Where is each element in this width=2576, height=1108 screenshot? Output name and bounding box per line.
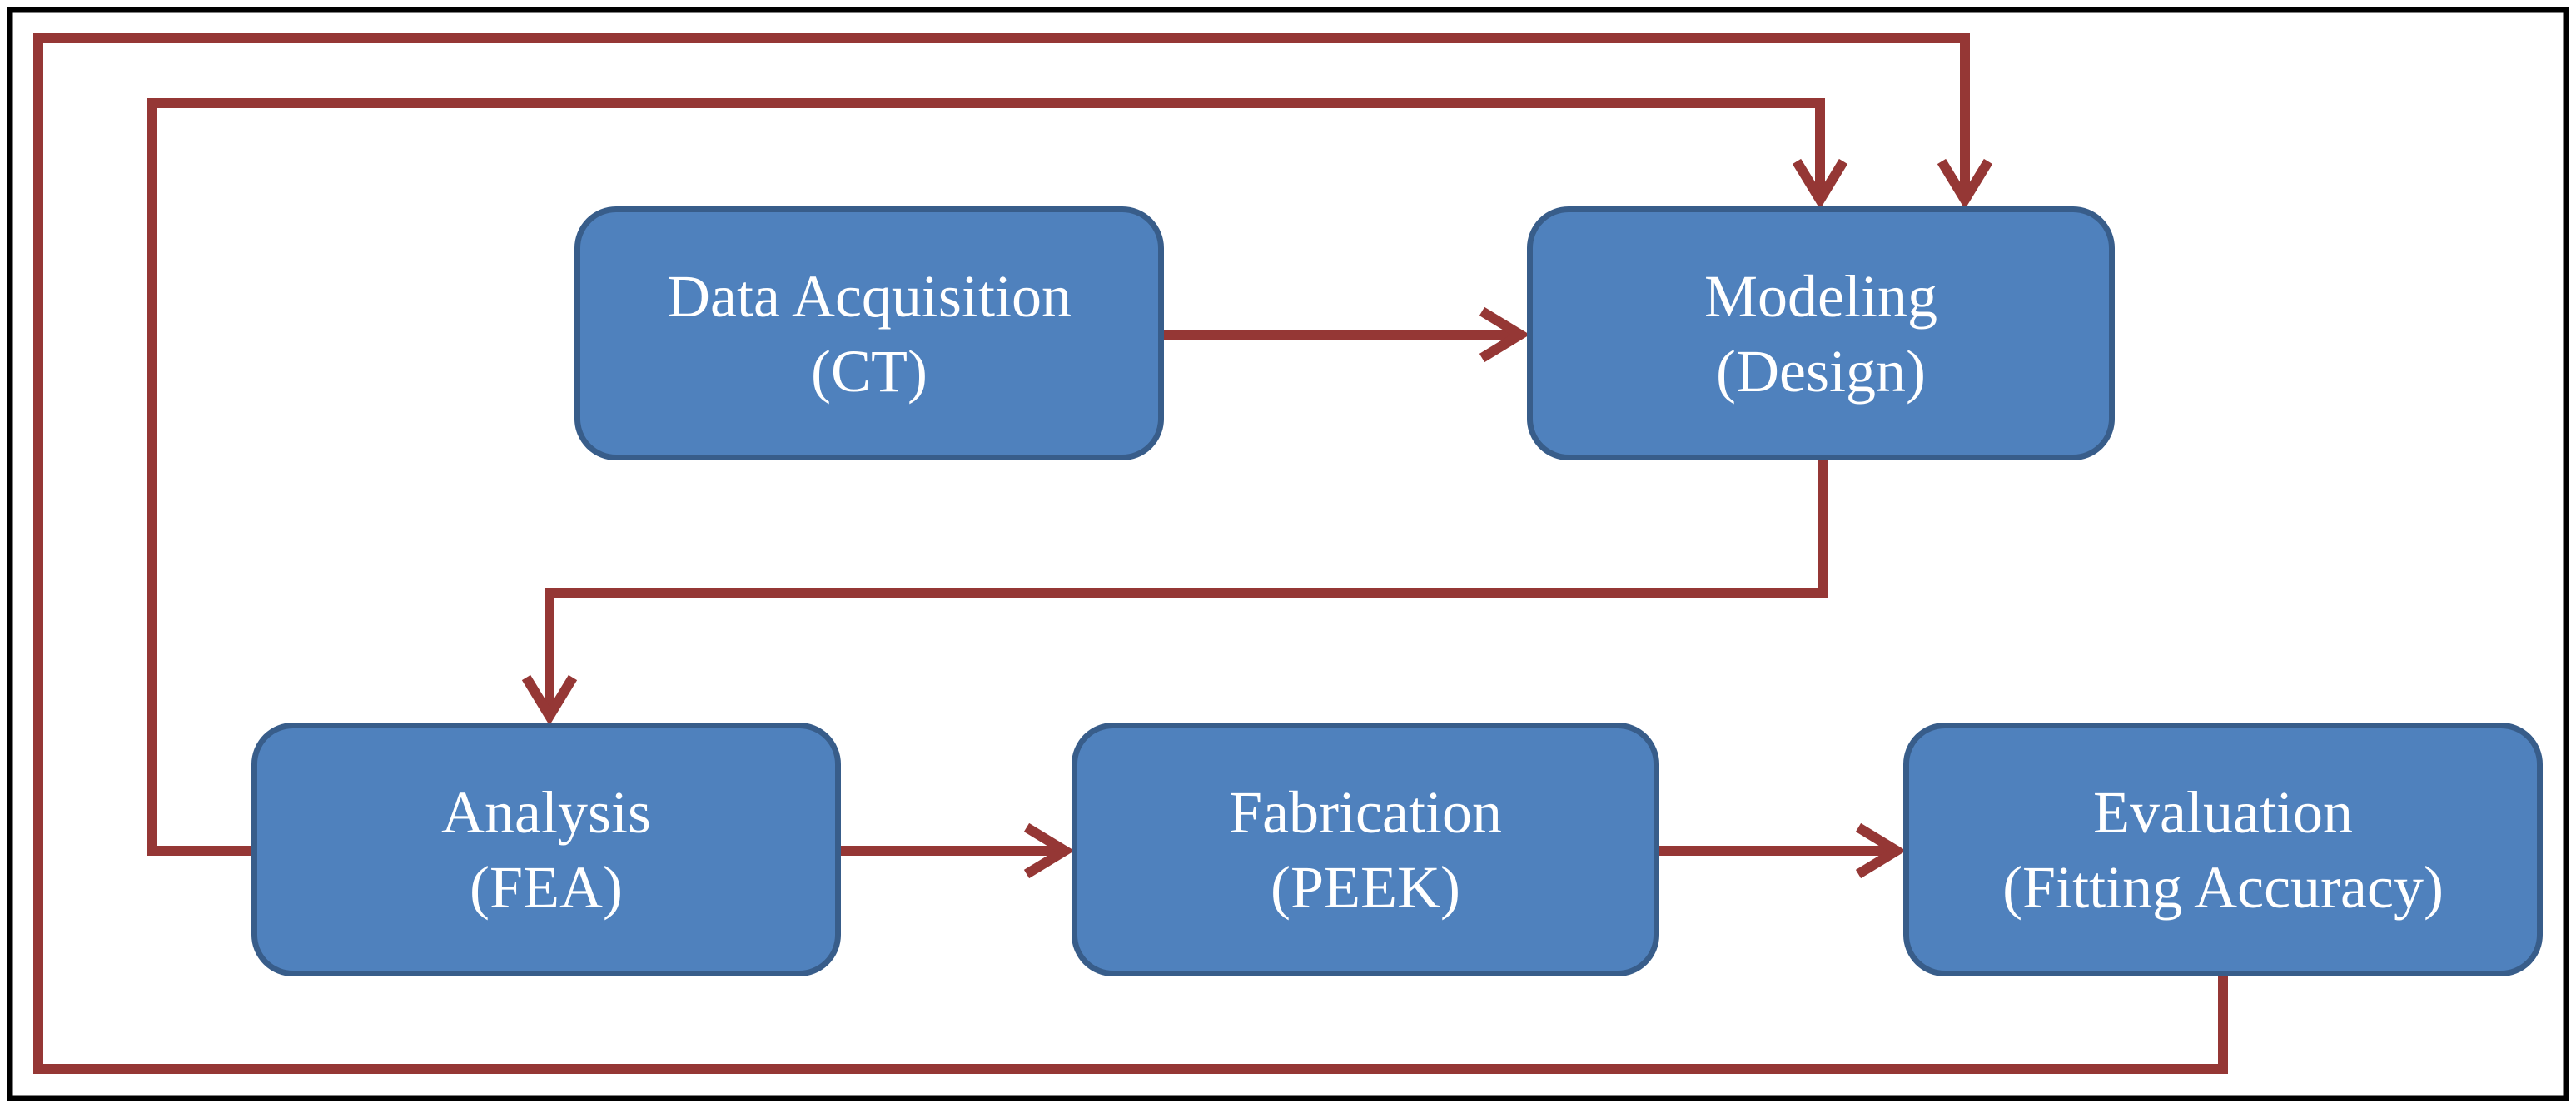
edge-analysis-to-modeling [147, 98, 1825, 856]
edge-modeling-to-analysis [545, 460, 1828, 716]
diagram-frame [7, 7, 2569, 1101]
node-data-acquisition-subtitle: (CT) [811, 337, 927, 405]
arrowhead-modeling-to-analysis [521, 674, 578, 726]
edge-evaluation-to-modeling [33, 33, 2228, 1074]
arrowhead-data-to-modeling [1479, 306, 1530, 363]
node-evaluation-subtitle: (Fitting Accuracy) [2002, 853, 2444, 921]
node-evaluation: Evaluation (Fitting Accuracy) [1903, 723, 2543, 976]
node-fabrication-subtitle: (PEEK) [1271, 853, 1460, 921]
node-analysis-subtitle: (FEA) [470, 853, 623, 921]
arrowhead-analysis-to-fabrication [1023, 822, 1075, 879]
arrowhead-analysis-to-modeling [1792, 158, 1848, 210]
node-modeling-title: Modeling [1704, 262, 1937, 330]
node-fabrication-title: Fabrication [1229, 778, 1502, 846]
node-analysis-title: Analysis [441, 778, 651, 846]
node-analysis: Analysis (FEA) [251, 723, 841, 976]
node-modeling-subtitle: (Design) [1716, 337, 1926, 405]
arrowhead-fabrication-to-evaluation [1855, 822, 1907, 879]
node-modeling: Modeling (Design) [1527, 206, 2115, 460]
arrowhead-evaluation-to-modeling [1937, 158, 1993, 210]
node-data-acquisition: Data Acquisition (CT) [574, 206, 1164, 460]
node-evaluation-title: Evaluation [2093, 778, 2353, 846]
node-fabrication: Fabrication (PEEK) [1072, 723, 1659, 976]
node-data-acquisition-title: Data Acquisition [667, 262, 1072, 330]
